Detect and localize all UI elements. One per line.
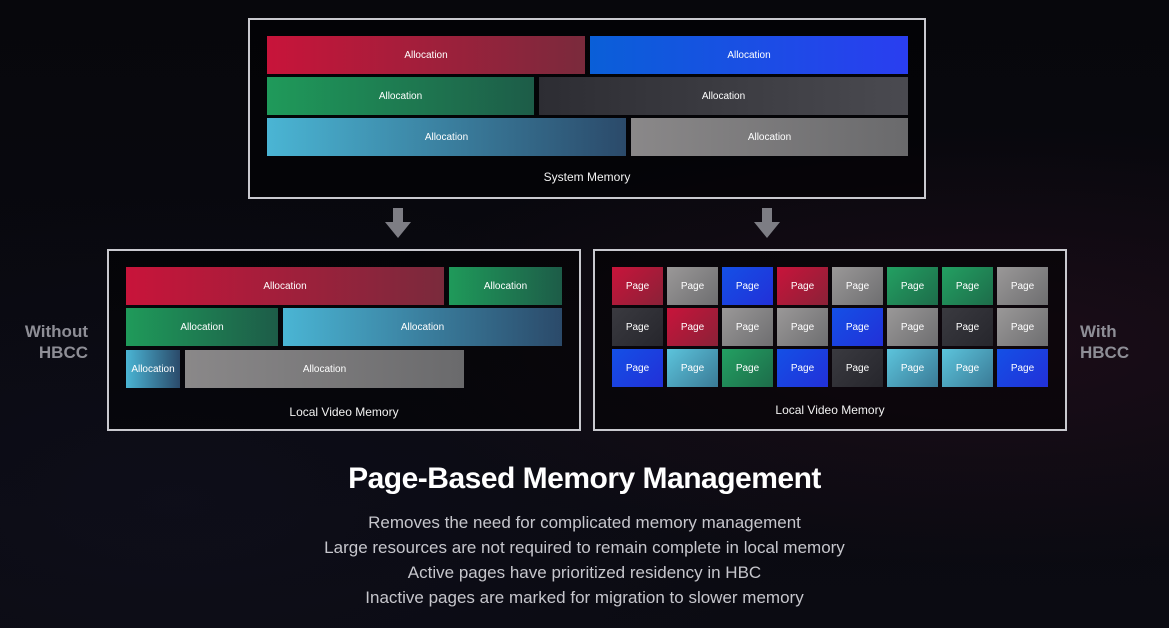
page-block: Page xyxy=(612,267,663,305)
page-block: Page xyxy=(887,308,938,346)
system-memory-panel: Allocation Allocation Allocation Allocat… xyxy=(248,18,926,199)
slide-title: Page-Based Memory Management xyxy=(348,462,821,495)
page-block: Page xyxy=(667,308,718,346)
system-memory-label: System Memory xyxy=(543,170,631,184)
page-block: Page xyxy=(722,308,773,346)
without-hbcc-panel: Allocation Allocation Allocation Allocat… xyxy=(107,249,581,431)
local-allocation-block: Allocation xyxy=(449,267,562,305)
bullet-item: Large resources are not required to rema… xyxy=(324,538,845,557)
system-allocation-block: Allocation xyxy=(267,77,534,115)
page-block: Page xyxy=(887,267,938,305)
page-block: Page xyxy=(997,267,1048,305)
page-block: Page xyxy=(942,308,993,346)
without-hbcc-memory-label: Local Video Memory xyxy=(289,405,399,419)
page-block: Page xyxy=(612,349,663,387)
page-block: Page xyxy=(997,308,1048,346)
page-block: Page xyxy=(832,349,883,387)
page-block: Page xyxy=(832,267,883,305)
local-allocation-block: Allocation xyxy=(126,350,180,388)
without-hbcc-label-line2: HBCC xyxy=(38,343,88,362)
bullet-item: Active pages have prioritized residency … xyxy=(407,563,762,582)
bullet-item: Removes the need for complicated memory … xyxy=(368,513,801,532)
page-block: Page xyxy=(722,267,773,305)
page-block: Page xyxy=(612,308,663,346)
page-block: Page xyxy=(667,267,718,305)
page-block: Page xyxy=(942,349,993,387)
page-block: Page xyxy=(887,349,938,387)
system-allocation-block: Allocation xyxy=(267,36,585,74)
page-block: Page xyxy=(942,267,993,305)
page-block: Page xyxy=(722,349,773,387)
system-allocation-block: Allocation xyxy=(631,118,908,156)
local-allocation-block: Allocation xyxy=(126,267,444,305)
with-hbcc-label-line1: With xyxy=(1080,322,1117,341)
with-hbcc-label: With HBCC xyxy=(1080,321,1136,363)
bullet-list: Removes the need for complicated memory … xyxy=(0,510,1169,610)
system-allocation-block: Allocation xyxy=(590,36,908,74)
local-allocation-block: Allocation xyxy=(126,308,278,346)
with-hbcc-label-line2: HBCC xyxy=(1080,343,1130,362)
page-block: Page xyxy=(777,349,828,387)
page-block: Page xyxy=(667,349,718,387)
system-allocation-block: Allocation xyxy=(539,77,908,115)
without-hbcc-label-line1: Without xyxy=(24,322,88,341)
page-block: Page xyxy=(777,267,828,305)
page-block: Page xyxy=(777,308,828,346)
local-allocation-block: Allocation xyxy=(185,350,464,388)
down-arrow-icon xyxy=(754,208,780,238)
down-arrow-icon xyxy=(385,208,411,238)
page-block: Page xyxy=(997,349,1048,387)
local-allocation-block: Allocation xyxy=(283,308,562,346)
bullet-item: Inactive pages are marked for migration … xyxy=(365,588,804,607)
without-hbcc-label: Without HBCC xyxy=(18,321,88,363)
page-block: Page xyxy=(832,308,883,346)
with-hbcc-memory-label: Local Video Memory xyxy=(775,403,885,417)
system-allocation-block: Allocation xyxy=(267,118,626,156)
